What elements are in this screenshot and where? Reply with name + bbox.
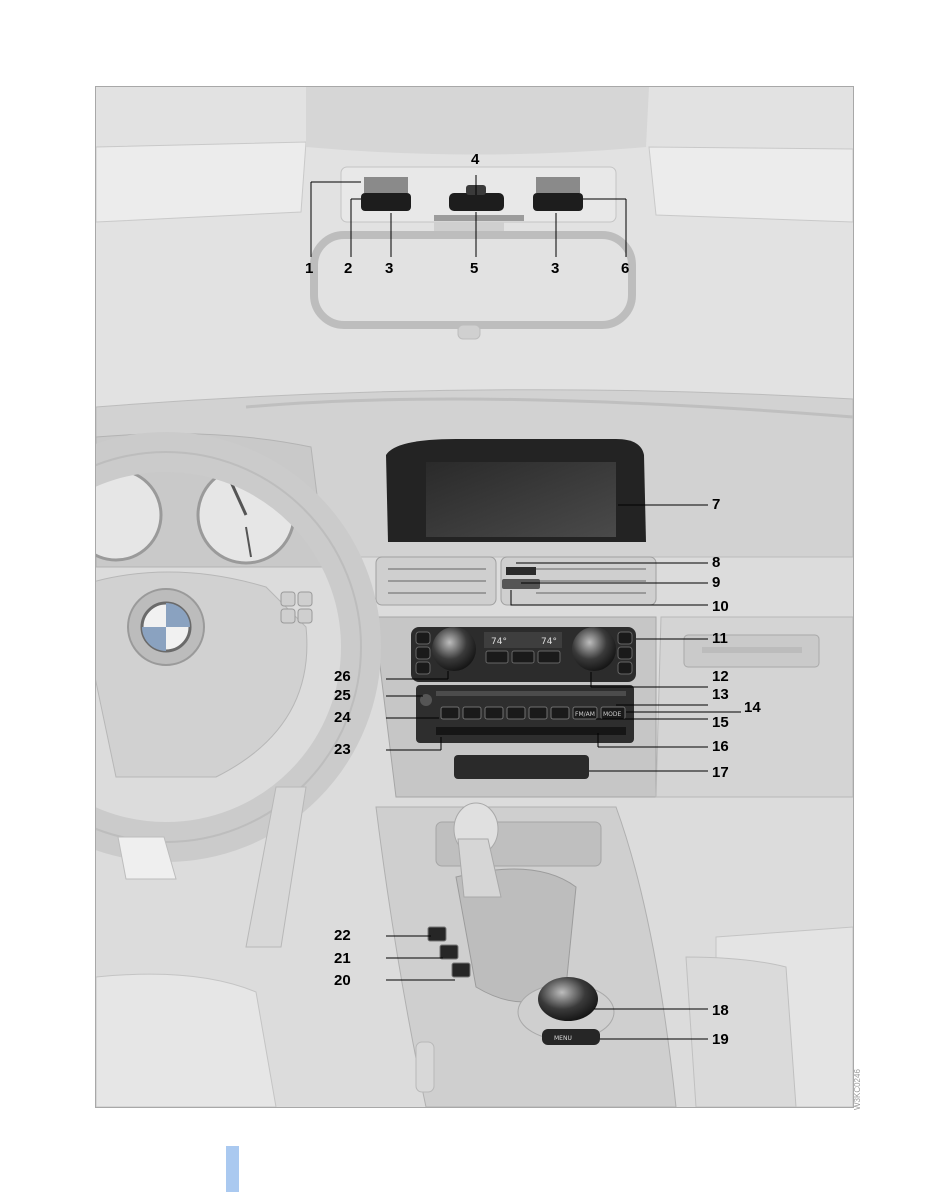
callout-18: 18 — [712, 1003, 729, 1019]
callout-3-right: 3 — [551, 261, 559, 277]
callout-3-left: 3 — [385, 261, 393, 277]
callout-23: 23 — [334, 742, 351, 758]
callout-24: 24 — [334, 710, 351, 726]
callout-17: 17 — [712, 765, 729, 781]
climate-temp-right: 74° — [541, 637, 557, 647]
callout-4: 4 — [471, 152, 479, 168]
callout-13: 13 — [712, 687, 729, 703]
callout-14: 14 — [744, 700, 761, 716]
climate-temp-left: 74° — [491, 637, 507, 647]
cockpit-drawing: 74° 74° FM/AM MODE — [96, 87, 853, 1107]
callout-19: 19 — [712, 1032, 729, 1048]
image-code: W3KC0246 — [853, 1040, 867, 1110]
callout-21: 21 — [334, 951, 351, 967]
callout-1: 1 — [305, 261, 313, 277]
callout-11: 11 — [712, 631, 728, 647]
callout-25: 25 — [334, 688, 351, 704]
radio-fm-am-label: FM/AM — [575, 711, 595, 718]
callout-7: 7 — [712, 497, 720, 513]
callout-6: 6 — [621, 261, 629, 277]
callout-16: 16 — [712, 739, 729, 755]
callout-12: 12 — [712, 669, 729, 685]
callout-8: 8 — [712, 555, 720, 571]
page-tab-marker — [226, 1146, 239, 1192]
callout-26: 26 — [334, 669, 351, 685]
callout-5: 5 — [470, 261, 478, 277]
callout-20: 20 — [334, 973, 351, 989]
callout-9: 9 — [712, 575, 720, 591]
callout-22: 22 — [334, 928, 351, 944]
controller-menu-label: MENU — [554, 1035, 572, 1042]
radio-mode-label: MODE — [603, 711, 622, 718]
callout-10: 10 — [712, 599, 729, 615]
cockpit-illustration: 74° 74° FM/AM MODE — [95, 86, 854, 1108]
callout-2: 2 — [344, 261, 352, 277]
callout-15: 15 — [712, 715, 729, 731]
